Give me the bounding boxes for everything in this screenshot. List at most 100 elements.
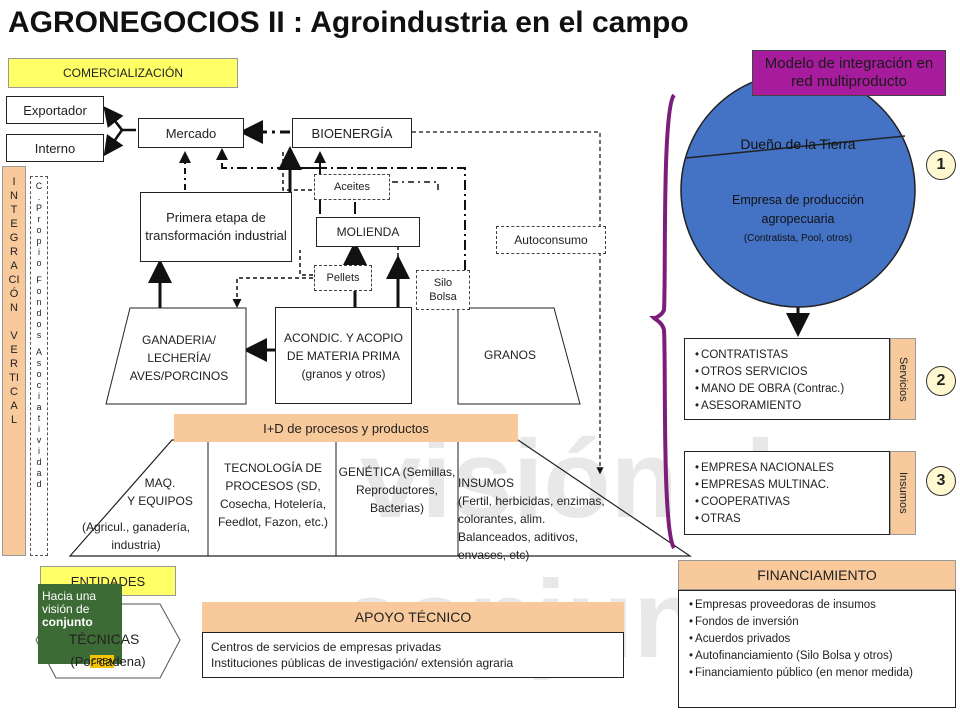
aceites-box: Aceites <box>314 174 390 200</box>
dueno-text: Dueño de la Tierra <box>740 136 856 152</box>
asociatividad-letter: a <box>36 402 42 412</box>
por-cadena-label: (Por cadena) <box>48 650 168 672</box>
exportador-box: Exportador <box>6 96 104 124</box>
fondos-letter: o <box>36 319 42 329</box>
step-3-text: 3 <box>936 472 946 489</box>
integracion-vertical-letter: Ó <box>9 288 19 300</box>
mercado-text: Mercado <box>165 125 217 141</box>
apoyo-line-1: Centros de servicios de empresas privada… <box>211 640 442 654</box>
insumos-item: OTRAS <box>695 511 883 528</box>
logo-line-2: visión de <box>42 602 90 616</box>
asociatividad-letter: d <box>36 479 42 489</box>
granos-shape <box>457 307 581 405</box>
tecnicas-hexagon <box>35 603 181 679</box>
ganaderia-text: GANADERIA/ LECHERÍA/ AVES/PORCINOS <box>129 333 229 383</box>
integracion-vertical-letter: C <box>10 386 18 398</box>
c-propio-letter: o <box>36 225 42 235</box>
integracion-vertical-letter: A <box>10 260 18 272</box>
c-propio-letter: i <box>38 247 40 257</box>
logo-line-1: Hacia una <box>42 589 97 603</box>
integracion-vertical-letter: V <box>10 330 18 342</box>
maq-text: MAQ. Y EQUIPOS <box>127 476 193 508</box>
comercializacion-label: COMERCIALIZACIÓN <box>8 58 238 88</box>
interno-box: Interno <box>6 134 104 162</box>
integracion-vertical-letter: L <box>10 414 18 426</box>
asociatividad-letter: a <box>36 468 42 478</box>
silo-box: Silo Bolsa <box>416 270 470 310</box>
asociatividad-letter: i <box>38 446 40 456</box>
logo-line-3: conjunto <box>42 615 93 629</box>
aceites-text: Aceites <box>333 181 371 193</box>
insumos-cell: INSUMOS (Fertil, herbicidas, enzimas, co… <box>458 456 618 562</box>
tecnologia-cell: TECNOLOGÍA DE PROCESOS (SD, Cosecha, Hot… <box>210 445 336 545</box>
bioenergia-box: BIOENERGÍA <box>292 118 412 148</box>
c-propio-letter: P <box>35 203 42 213</box>
integracion-vertical-letter: N <box>10 190 18 202</box>
acondic-text: ACONDIC. Y ACOPIO DE MATERIA PRIMA (gran… <box>284 330 403 381</box>
integracion-vertical-letter: R <box>10 246 18 258</box>
integracion-vertical-letter: R <box>10 358 18 370</box>
servicios-item: CONTRATISTAS <box>695 347 883 364</box>
empresa-prod-sub-text: (Contratista, Pool, otros) <box>743 232 853 244</box>
apoyo-header: APOYO TÉCNICO <box>202 602 624 632</box>
autoconsumo-text: Autoconsumo <box>514 233 588 247</box>
financiamiento-header: FINANCIAMIENTO <box>678 560 956 590</box>
insumos-item: EMPRESA NACIONALES <box>695 460 883 477</box>
servicios-item: MANO DE OBRA (Contrac.) <box>695 381 883 398</box>
dueno-label: Dueño de la Tierra <box>740 122 856 166</box>
servicios-side-label: Servicios <box>890 338 916 420</box>
ganaderia-shape <box>105 307 247 405</box>
pellets-box: Pellets <box>314 265 372 291</box>
silo-text: Silo Bolsa <box>429 277 457 303</box>
asociatividad-letter: d <box>36 457 42 467</box>
integracion-vertical-letter: A <box>10 400 18 412</box>
pellets-text: Pellets <box>326 272 360 284</box>
insumos-side-text: Insumos <box>897 472 909 514</box>
crea-logo: Hacia una visión de conjunto CREA <box>38 584 122 668</box>
ganaderia-text-wrap: GANADERIA/ LECHERÍA/ AVES/PORCINOS <box>112 318 246 398</box>
step-1-badge: 1 <box>926 150 956 180</box>
insumos-side-label: Insumos <box>890 451 916 535</box>
genetica-text: GENÉTICA (Semillas, Reproductores, Bacte… <box>338 465 456 515</box>
integracion-vertical-letter: E <box>10 218 18 230</box>
asociatividad-letter: t <box>37 413 41 423</box>
modelo-label: Modelo de integración en red multiproduc… <box>764 55 934 90</box>
interno-text: Interno <box>34 140 76 156</box>
asociatividad-letter: c <box>36 380 42 390</box>
logo-crea: CREA <box>90 655 114 668</box>
insumos-text: INSUMOS (Fertil, herbicidas, enzimas, co… <box>458 476 605 562</box>
step-3-badge: 3 <box>926 466 956 496</box>
molienda-box: MOLIENDA <box>316 217 420 247</box>
modelo-badge: Modelo de integración en red multiproduc… <box>752 50 946 96</box>
step-2-text: 2 <box>936 372 946 389</box>
maq-sub-cell: (Agricul., ganadería, industria) <box>62 516 210 556</box>
maq-cell: MAQ. Y EQUIPOS <box>110 470 210 514</box>
asociatividad-letter: A <box>35 347 42 357</box>
molienda-text: MOLIENDA <box>336 225 400 239</box>
insumos-item: EMPRESAS MULTINAC. <box>695 477 883 494</box>
asociatividad-letter: v <box>36 435 42 445</box>
integracion-vertical-letter: CI <box>8 274 20 286</box>
mercado-box: Mercado <box>138 118 244 148</box>
primera-etapa-box: Primera etapa de transformación industri… <box>140 192 292 262</box>
base-trapezoid <box>68 439 692 557</box>
c-propio-letter: p <box>36 236 42 246</box>
c-propio-letter: C <box>35 181 43 191</box>
financiamiento-list: Empresas proveedoras de insumosFondos de… <box>678 590 956 708</box>
comercializacion-text: COMERCIALIZACIÓN <box>62 66 183 80</box>
integracion-vertical-letter: T <box>10 204 18 216</box>
servicios-side-text: Servicios <box>897 356 909 402</box>
fondos-letter: d <box>36 308 42 318</box>
servicios-item: OTROS SERVICIOS <box>695 364 883 381</box>
market-bracket <box>103 111 124 157</box>
apoyo-text: APOYO TÉCNICO <box>354 609 472 625</box>
financiamiento-text: FINANCIAMIENTO <box>757 567 877 583</box>
curly-brace <box>649 93 676 550</box>
primera-etapa-text: Primera etapa de transformación industri… <box>145 210 287 243</box>
integracion-vertical-letter: E <box>10 344 18 356</box>
empresa-prod-sub-label: (Contratista, Pool, otros) <box>712 230 884 246</box>
